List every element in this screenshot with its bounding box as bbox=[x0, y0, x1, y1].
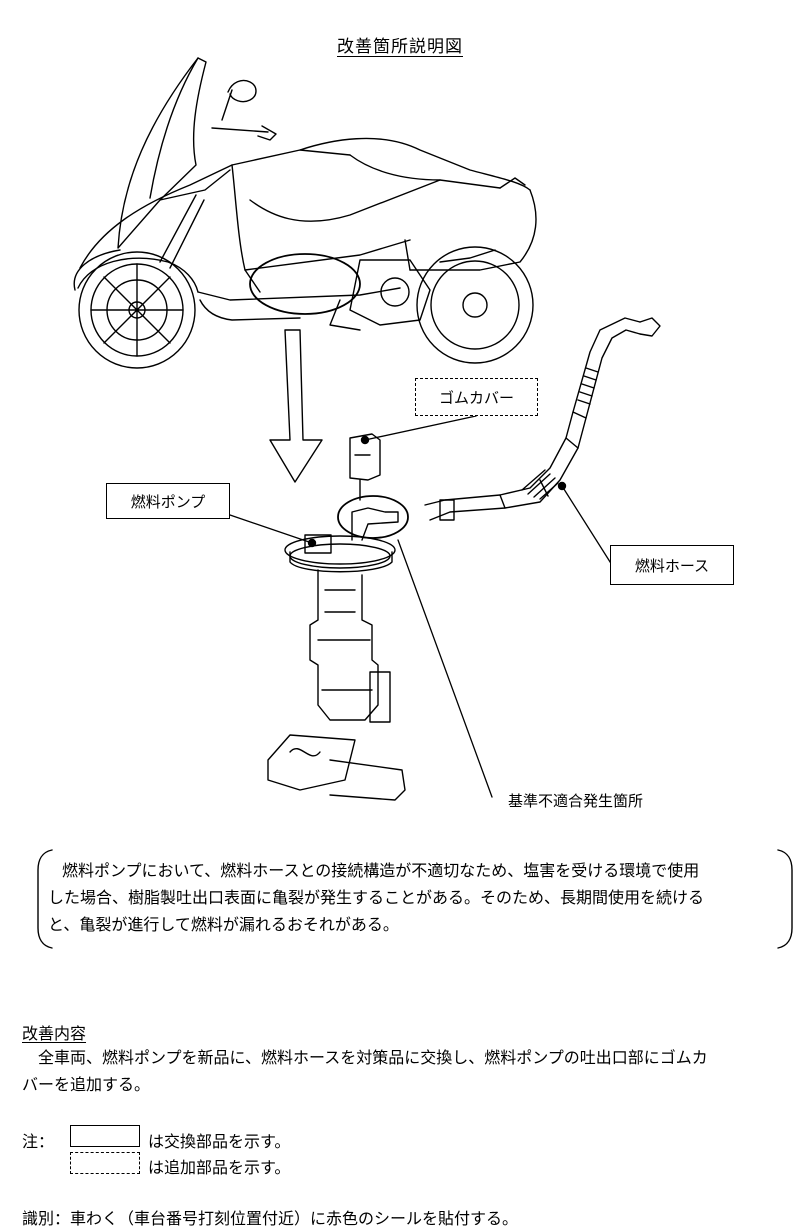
legend-added-text: は追加部品を示す。 bbox=[148, 1158, 291, 1177]
leader-rubber-cover bbox=[364, 415, 477, 441]
leader-nonconformity bbox=[397, 539, 493, 798]
label-fuel-pump: 燃料ポンプ bbox=[106, 483, 230, 519]
problem-description: 燃料ポンプにおいて、燃料ホースとの接続構造が不適切なため、塩害を受ける環境で使用 bbox=[62, 857, 778, 884]
problem-description-cont: した場合、樹脂製吐出口表面に亀裂が発生することがある。そのため、長期間使用を続け… bbox=[48, 884, 783, 938]
legend-note-label: 注： bbox=[22, 1132, 55, 1151]
identification-text: 識別：車わく（車台番号打刻位置付近）に赤色のシールを貼付する。 bbox=[22, 1209, 519, 1228]
improvement-line: 全車両、燃料ポンプを新品に、燃料ホースを対策品に交換し、燃料ポンプの吐出口部にゴ… bbox=[38, 1048, 708, 1067]
description-line: 燃料ポンプにおいて、燃料ホースとの接続構造が不適切なため、塩害を受ける環境で使用 bbox=[62, 861, 700, 880]
legend-solid-box bbox=[70, 1125, 140, 1147]
bracket-left bbox=[37, 849, 53, 949]
improvement-line: バーを追加する。 bbox=[22, 1075, 151, 1094]
label-nonconformity-location: 基準不適合発生箇所 bbox=[504, 790, 648, 811]
description-line: と、亀裂が進行して燃料が漏れるおそれがある。 bbox=[48, 915, 399, 934]
improvement-heading: 改善内容 bbox=[22, 1024, 87, 1043]
legend-dashed-box bbox=[70, 1152, 140, 1174]
leader-fuel-hose bbox=[561, 485, 613, 566]
legend-replaced-text: は交換部品を示す。 bbox=[148, 1132, 291, 1151]
fuel-pump-drawing bbox=[267, 433, 409, 801]
bracket-right bbox=[777, 849, 793, 949]
description-line: した場合、樹脂製吐出口表面に亀裂が発生することがある。そのため、長期間使用を続け… bbox=[48, 888, 705, 907]
scooter-drawing bbox=[73, 57, 537, 369]
label-fuel-hose: 燃料ホース bbox=[610, 545, 734, 585]
label-rubber-cover: ゴムカバー bbox=[415, 378, 538, 416]
leader-fuel-pump bbox=[229, 514, 313, 544]
down-arrow bbox=[269, 329, 323, 483]
page-title: 改善箇所説明図 bbox=[337, 37, 463, 57]
fuel-hose-drawing bbox=[424, 317, 661, 521]
